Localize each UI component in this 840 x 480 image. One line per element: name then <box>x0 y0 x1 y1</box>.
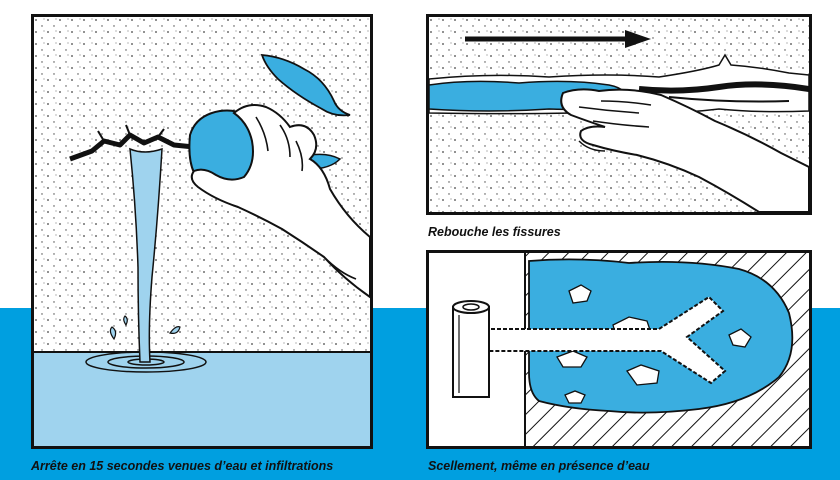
caption-fill-cracks: Rebouche les fissures <box>428 225 561 239</box>
panel-anchor-sealing <box>426 250 812 449</box>
panel-fill-cracks <box>426 14 812 215</box>
caption-anchor-sealing: Scellement, même en présence d’eau <box>428 459 650 473</box>
hand-smoothing-crack-icon <box>429 17 809 212</box>
panel-stop-infiltration <box>31 14 373 449</box>
anchor-bolt-sealing-icon <box>452 253 809 446</box>
caption-stop-infiltration: Arrête en 15 secondes venues d’eau et in… <box>31 459 334 473</box>
hand-pouring-water-plug-icon <box>34 17 370 446</box>
